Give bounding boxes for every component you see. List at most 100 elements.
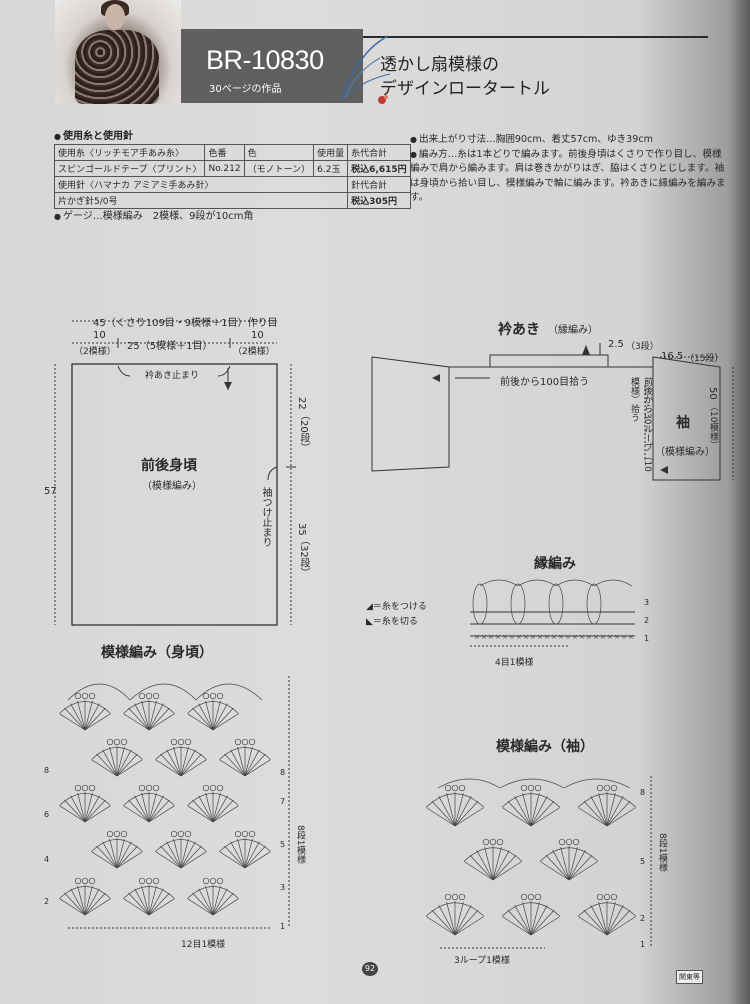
body-picot <box>209 692 217 700</box>
body-fan-stitch <box>155 851 182 869</box>
body-fan-stitch <box>64 799 86 823</box>
body-fan-stitch <box>198 703 214 731</box>
edge-cross-stitch: × <box>516 633 522 641</box>
body-fan-stitch <box>128 799 150 823</box>
body-fan-stitch <box>198 795 214 823</box>
body-fan-stitch <box>116 746 125 777</box>
body-picot <box>170 738 178 746</box>
body-fan-stitch-arc <box>123 886 175 899</box>
body-fan-stitch <box>187 805 214 823</box>
body-fan-stitch <box>123 805 150 823</box>
attach-mark-icon: ◢ <box>366 602 373 612</box>
edge-cross-stitch: × <box>502 633 508 641</box>
neck-stop-label: 衿あき止まり <box>145 371 200 381</box>
body-picot <box>202 877 210 885</box>
body-fan-stitch <box>59 805 86 823</box>
sleeve-fan-stitch-arc <box>425 793 485 808</box>
sleeve-picot <box>520 784 528 792</box>
body-fan-stitch-arc <box>91 839 143 852</box>
body-fan-stitch <box>84 707 106 731</box>
body-fan-stitch <box>224 753 246 777</box>
body-picot <box>106 738 114 746</box>
edge-row-label: 1 <box>644 634 650 643</box>
model-photo <box>55 0 181 104</box>
body-fan-stitch-arc <box>219 839 271 852</box>
size-text: 出来上がり寸法…胸囲90cm、着丈57cm、ゆき39cm <box>410 133 730 148</box>
body-fan-stitch <box>102 749 118 777</box>
body-picot <box>88 877 96 885</box>
body-fan-stitch <box>205 700 214 731</box>
body-picot <box>241 738 249 746</box>
edge-cross-stitch: × <box>509 633 515 641</box>
sleeve-fan-stitch <box>514 904 532 936</box>
body-fan-stitch <box>128 892 150 916</box>
sleeve-repeat-loops: 3ループ1模様 <box>454 956 510 966</box>
body-fan-stitch <box>148 799 170 823</box>
edge-cross-stitch: × <box>628 633 634 641</box>
body-fan-stitch <box>244 746 253 777</box>
photo-dress <box>75 30 159 104</box>
sleeve-picot <box>572 838 580 846</box>
sleeve-top-chain <box>437 778 631 789</box>
body-fan-stitch <box>212 703 228 731</box>
sleeve-picot <box>558 838 566 846</box>
body-fan-stitch <box>219 851 246 869</box>
body-fan-stitch <box>84 700 93 731</box>
body-fan-stitch <box>212 888 228 916</box>
body-picot <box>177 738 185 746</box>
left-width-label: 10 <box>93 330 106 341</box>
body-fan-stitch <box>123 713 150 731</box>
body-fan-stitch-arc <box>91 747 143 760</box>
body-picot <box>241 830 249 838</box>
body-fan-stitch <box>70 888 86 916</box>
sleeve-fan-stitch <box>606 909 631 936</box>
sleeve-fan-stitch <box>530 795 548 827</box>
sleeve-picot <box>534 784 542 792</box>
body-fan-stitch <box>205 792 214 823</box>
body-picot <box>248 738 256 746</box>
body-fan-stitch <box>91 851 118 869</box>
sleeve-picot <box>565 838 573 846</box>
body-row-right: 5 <box>280 840 286 849</box>
sleeve-picot <box>534 893 542 901</box>
body-fan-stitch <box>192 892 214 916</box>
sleeve-fan-stitch-arc <box>501 793 561 808</box>
body-fan-stitch <box>212 700 221 731</box>
sleeve-fan-stitch-arc <box>577 793 637 808</box>
body-fan-stitch <box>180 851 207 869</box>
legend-cut-text: ＝糸を切る <box>372 617 418 627</box>
sleeve-fan-stitch <box>492 849 510 881</box>
body-fan-stitch <box>160 753 182 777</box>
body-fan-stitch-arc <box>155 747 207 760</box>
legend-cut: ◣＝糸を切る <box>366 614 418 627</box>
sleeve-picot <box>520 893 528 901</box>
body-fan-stitch <box>180 749 196 777</box>
edge-loop <box>586 583 602 625</box>
sleeve-fan-stitch <box>530 792 540 827</box>
sleeve-fan-stitch <box>502 916 532 936</box>
sleeve-fan-stitch <box>530 807 560 827</box>
top-width-label: 45（くさり109目・9模様＋1目）作り目 <box>93 318 278 329</box>
edge-cross-stitch: × <box>593 633 599 641</box>
sleeve-fan-stitch <box>590 795 608 827</box>
edge-cross-stitch: × <box>523 633 529 641</box>
sleeve-picot <box>603 784 611 792</box>
sleeve-fan-stitch <box>598 792 608 827</box>
sleeve-fan-stitch <box>454 792 464 827</box>
body-picot <box>152 784 160 792</box>
body-picot <box>202 784 210 792</box>
body-fan-stitch <box>212 898 239 916</box>
body-picot <box>74 784 82 792</box>
sleeve-fan-stitch <box>530 901 540 936</box>
body-fan-stitch <box>148 898 175 916</box>
table-row: スピンゴールドテープ〈プリント〉 No.212 （モノトーン） 6.2玉 税込6… <box>53 160 411 177</box>
body-row-right: 1 <box>280 922 286 931</box>
sleeve-fan-stitch <box>583 800 608 827</box>
body-fan-stitch <box>148 885 157 916</box>
body-chart-title: 模様編み（身頃） <box>101 645 213 661</box>
body-fan-stitch <box>70 795 86 823</box>
edge-cross-stitch: × <box>614 633 620 641</box>
sleeve-picot <box>527 893 535 901</box>
sleeve-fan-stitch-arc <box>539 847 599 862</box>
